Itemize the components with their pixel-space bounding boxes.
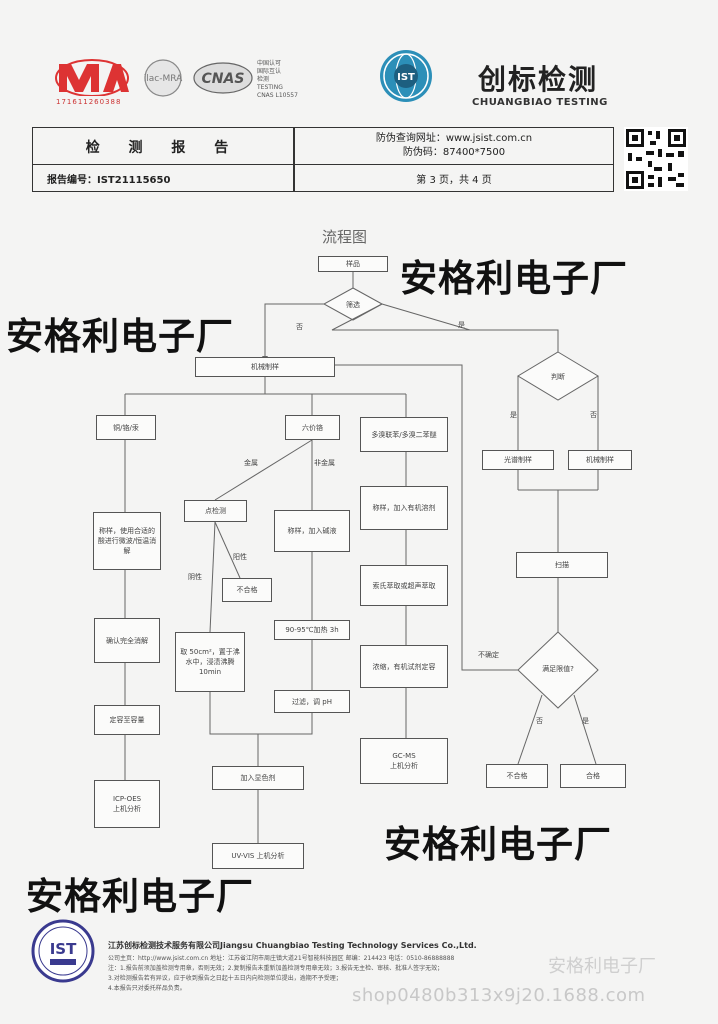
node-fail-1: 不合格 [222, 578, 272, 602]
cnas-line: 检测 [257, 76, 270, 83]
seal-text: IST [50, 940, 77, 958]
node-soxhlet: 索氏萃取或超声萃取 [360, 565, 448, 606]
node-colorant: 加入显色剂 [212, 766, 304, 790]
watermark-text: 安格利电子厂 [6, 315, 234, 358]
label-yes-2: 是 [510, 411, 517, 419]
node-satisfy: 满足限值? [542, 665, 574, 673]
node-icp: ICP-OES 上机分析 [94, 780, 160, 828]
node-wipe: 取 50cm²，置于沸水中，浸渍沸腾 10min [175, 632, 245, 692]
label-metal: 金属 [244, 459, 258, 467]
node-optical: 光谱制样 [482, 450, 554, 470]
faint-watermark: 安格利电子厂 [548, 956, 656, 977]
report-number: 报告编号：IST21115650 [47, 175, 171, 186]
brand-chinese: 创标检测 [478, 63, 599, 96]
cma-number: 171611260388 [56, 98, 122, 106]
footer-line: 4.本报告只对委托样品负责。 [108, 985, 186, 992]
report-row-1: 检 测 报 告 防伪查询网址：www.jsist.com.cn 防伪码：8740… [33, 128, 613, 165]
node-br-cl: 铜/铬/汞 [96, 415, 156, 440]
label-no: 否 [296, 323, 303, 331]
anti-code: 防伪码：87400*7500 [402, 147, 506, 158]
svg-text:CNAS: CNAS [202, 71, 245, 87]
gcms-sub: 上机分析 [390, 762, 418, 770]
anti-site: 防伪查询网址：www.jsist.com.cn [375, 133, 533, 144]
cnas-line: 中国认可 [257, 60, 282, 67]
node-screen: 筛选 [346, 301, 360, 309]
report-title: 检 测 报 告 [85, 140, 241, 156]
node-weigh-micro: 称样，使用合适的酸进行微波/恒温消解 [93, 512, 161, 570]
icp-sub: 上机分析 [113, 805, 141, 813]
gcms-label: GC-MS [392, 752, 416, 760]
brand-english: CHUANGBIAO TESTING [472, 97, 608, 108]
report-header-table: 检 测 报 告 防伪查询网址：www.jsist.com.cn 防伪码：8740… [32, 127, 614, 192]
label-yes: 是 [458, 321, 465, 329]
node-weigh-solvent: 称样，加入有机溶剂 [360, 486, 448, 530]
svg-text:IST: IST [397, 72, 415, 83]
watermark-text: 安格利电子厂 [400, 257, 628, 300]
node-sample: 样品 [318, 256, 388, 272]
label-no-2: 否 [590, 411, 597, 419]
footer-company: 江苏创标检测技术服务有限公司Jiangsu Chuangbiao Testing… [108, 941, 477, 950]
footer-line: 3.对检测报告若有异议，应于收到报告之日起十五日内向检测单位提出，逾期不予受理； [108, 975, 342, 982]
node-filter2: 浓缩，有机试剂定容 [360, 645, 448, 688]
shop-url-watermark: shop0480b313x9j20.1688.com [352, 985, 646, 1006]
cnas-line: CNAS L10557 [257, 92, 298, 99]
label-uncertain: 不确定 [478, 651, 499, 659]
icp-label: ICP-OES [112, 795, 142, 803]
ilac-mra-logo: ilac-MRA [144, 59, 183, 97]
cnas-line: TESTING [257, 84, 283, 91]
cma-logo [55, 59, 129, 96]
qr-code [624, 127, 688, 191]
node-pass: 合格 [560, 764, 626, 788]
label-no-3: 否 [536, 717, 543, 725]
node-spot: 点检测 [184, 500, 247, 522]
ist-seal: IST [31, 919, 95, 983]
node-dilute: 定容至容量 [94, 705, 160, 735]
report-row-2: 报告编号：IST21115650 第 3 页，共 4 页 [33, 165, 613, 191]
node-weigh-alkali: 称样，加入碱液 [274, 510, 350, 552]
anti-counterfeit: 防伪查询网址：www.jsist.com.cn 防伪码：87400*7500 [295, 132, 613, 160]
node-judge: 判断 [551, 373, 565, 381]
page-indicator: 第 3 页，共 4 页 [416, 175, 492, 186]
label-yes-3: 是 [582, 717, 589, 725]
footer-line: 公司主页：http://www.jsist.com.cn 地址：江苏省江阴市周庄… [108, 955, 455, 962]
node-cr6: 六价铬 [285, 415, 340, 440]
cnas-caption: 中国认可 国际互认 检测 TESTING CNAS L10557 [257, 60, 312, 100]
svg-text:ilac-MRA: ilac-MRA [144, 74, 183, 84]
node-uvvis: UV-VIS 上机分析 [212, 843, 304, 869]
watermark-text: 安格利电子厂 [26, 875, 254, 918]
label-positive: 阳性 [233, 553, 247, 561]
ist-globe-logo: IST [380, 50, 432, 102]
node-mech-2: 机械制样 [568, 450, 632, 470]
flowchart-title: 流程图 [322, 228, 368, 246]
node-confirm: 确认完全消解 [94, 618, 160, 663]
cnas-line: 国际互认 [257, 68, 282, 75]
node-gcms: GC-MS 上机分析 [360, 738, 448, 784]
table-divider [293, 128, 295, 191]
cnas-logo: CNAS [193, 62, 253, 94]
node-scan: 扫描 [516, 552, 608, 578]
footer-line: 注：1.报告前须加盖检测专用章，否则无效；2.复制报告未重新加盖检测专用章无效；… [108, 965, 444, 972]
node-pbb: 多溴联苯/多溴二苯醚 [360, 417, 448, 452]
watermark-text: 安格利电子厂 [384, 823, 612, 866]
node-heat: 90-95℃加热 3h [274, 620, 350, 640]
node-filter: 过滤，调 pH [274, 690, 350, 713]
label-negative: 阴性 [188, 573, 202, 581]
node-mech-prep: 机械制样 [195, 357, 335, 377]
node-fail-2: 不合格 [486, 764, 548, 788]
label-nonmetal: 非金属 [314, 459, 335, 467]
